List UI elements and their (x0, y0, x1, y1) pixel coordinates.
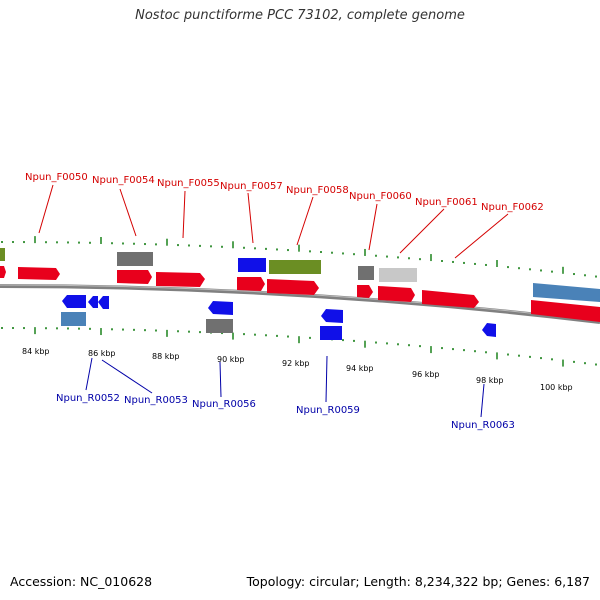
scale-label: 84 kbp (22, 347, 50, 356)
gene-glyph-blue[interactable] (320, 326, 342, 340)
gene-glyph-red[interactable] (18, 267, 60, 280)
gene-glyph-red[interactable] (357, 285, 373, 298)
gene-glyph-blue[interactable] (62, 295, 86, 308)
gene-label[interactable]: Npun_F0062 (481, 202, 544, 213)
gene-label[interactable]: Npun_F0055 (157, 178, 220, 189)
gene-glyph-red[interactable] (378, 286, 415, 302)
summary-text: Topology: circular; Length: 8,234,322 bp… (246, 574, 590, 589)
scale-label: 92 kbp (282, 359, 310, 368)
gene-glyph-lightgray[interactable] (379, 268, 417, 282)
forward-gene-row (0, 248, 600, 322)
gene-glyph-blue[interactable] (482, 323, 496, 337)
gene-glyph-blue[interactable] (208, 301, 233, 315)
gene-glyph-red[interactable] (117, 270, 152, 284)
genome-title: Nostoc punctiforme PCC 73102, complete g… (135, 8, 465, 23)
gene-glyph-red[interactable] (531, 300, 600, 322)
gene-glyph-blue[interactable] (88, 296, 98, 308)
gene-label[interactable]: Npun_F0058 (286, 185, 349, 196)
gene-label[interactable]: Npun_F0054 (92, 175, 155, 186)
forward-leaders (38, 184, 509, 259)
gene-glyph-olive[interactable] (0, 248, 5, 261)
gene-label[interactable]: Npun_F0057 (220, 181, 283, 192)
accession-text: Accession: NC_010628 (10, 574, 153, 589)
gene-label[interactable]: Npun_R0056 (192, 399, 256, 410)
gene-glyph-red[interactable] (422, 290, 479, 308)
gene-label[interactable]: Npun_R0053 (124, 395, 188, 406)
gene-label[interactable]: Npun_R0059 (296, 405, 360, 416)
gene-glyph-steelblue[interactable] (533, 283, 600, 302)
gene-glyph-blue[interactable] (238, 258, 266, 272)
scale-label: 88 kbp (152, 352, 180, 361)
scale-label: 100 kbp (540, 383, 573, 392)
gene-label[interactable]: Npun_R0063 (451, 420, 515, 431)
scale-label: 96 kbp (412, 370, 440, 379)
reverse-gene-labels: Npun_R0052 Npun_R0053 Npun_R0056 Npun_R0… (56, 393, 515, 431)
gene-glyph-olive[interactable] (269, 260, 321, 274)
gene-glyph-red[interactable] (267, 279, 319, 295)
gene-label[interactable]: Npun_F0061 (415, 197, 478, 208)
gene-glyph-blue[interactable] (98, 296, 109, 309)
scale-label: 98 kbp (476, 376, 504, 385)
gene-label[interactable]: Npun_R0052 (56, 393, 120, 404)
gene-glyph-red[interactable] (0, 266, 6, 278)
reverse-gene-row (61, 295, 496, 340)
gene-glyph-blue[interactable] (321, 309, 343, 323)
gene-glyph-red[interactable] (156, 272, 205, 287)
scale-label: 90 kbp (217, 355, 245, 364)
gene-glyph-gray[interactable] (358, 266, 374, 280)
genome-backbone (0, 284, 600, 324)
scale-label: 86 kbp (88, 349, 116, 358)
gene-glyph-red[interactable] (237, 277, 265, 291)
upper-tick-track (1, 236, 597, 278)
scale-labels: 84 kbp 86 kbp 88 kbp 90 kbp 92 kbp 94 kb… (22, 347, 573, 392)
gene-label[interactable]: Npun_F0050 (25, 172, 88, 183)
reverse-leaders (85, 355, 485, 418)
gene-glyph-gray[interactable] (117, 252, 153, 266)
gene-glyph-steelblue[interactable] (61, 312, 86, 326)
scale-label: 94 kbp (346, 364, 374, 373)
gene-label[interactable]: Npun_F0060 (349, 191, 412, 202)
gene-glyph-gray[interactable] (206, 319, 233, 333)
forward-gene-labels: Npun_F0050 Npun_F0054 Npun_F0055 Npun_F0… (25, 172, 544, 213)
